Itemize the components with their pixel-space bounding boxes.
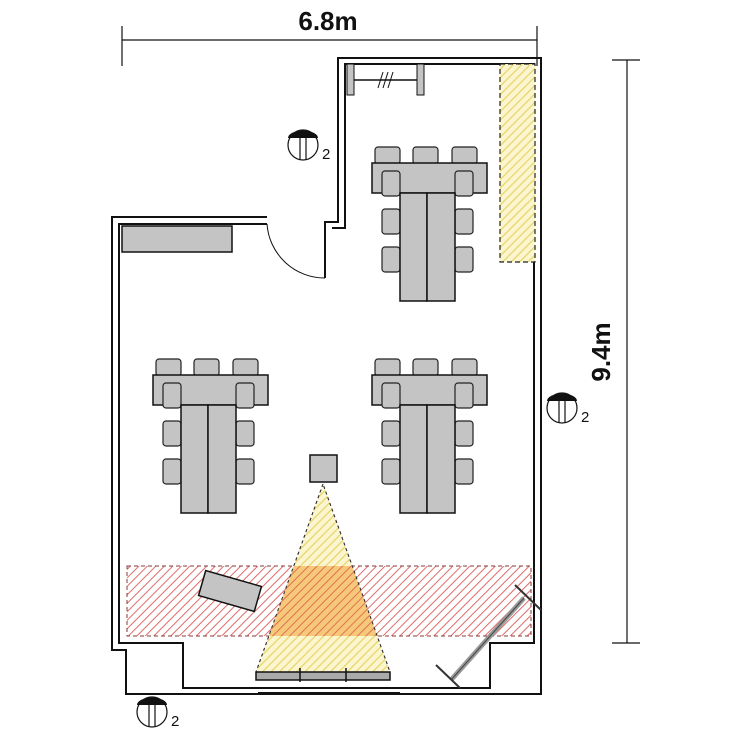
chair xyxy=(155,358,182,377)
coat-rack xyxy=(346,63,425,96)
chair xyxy=(381,246,401,273)
chair xyxy=(374,358,401,377)
table xyxy=(426,192,456,302)
camera-2-label: 2 xyxy=(581,409,589,426)
chair xyxy=(235,382,255,409)
chair xyxy=(451,358,478,377)
room-walls xyxy=(111,57,542,695)
chair xyxy=(454,208,474,235)
chair xyxy=(162,458,182,485)
chair xyxy=(412,358,439,377)
table xyxy=(207,404,237,514)
chair xyxy=(454,170,474,197)
table xyxy=(399,404,428,514)
table-group-top-right xyxy=(371,146,488,302)
chair xyxy=(235,420,255,447)
mobile-whiteboard xyxy=(435,584,542,689)
camera-2: 2 xyxy=(546,392,589,426)
chair xyxy=(381,170,401,197)
chair xyxy=(381,420,401,447)
chair xyxy=(451,146,478,165)
table xyxy=(426,404,456,514)
cabinet xyxy=(121,225,233,253)
chair xyxy=(162,382,182,409)
storage-zone xyxy=(499,63,536,263)
projection-screen xyxy=(255,668,391,682)
table-group-middle-left xyxy=(152,358,269,514)
width-label: 6.8m xyxy=(298,6,357,36)
bottom-window xyxy=(204,687,440,694)
chair xyxy=(232,358,259,377)
table xyxy=(180,404,209,514)
camera-1: 2 xyxy=(287,129,330,163)
chair xyxy=(381,382,401,409)
chair xyxy=(454,382,474,409)
projector xyxy=(309,454,338,483)
chair xyxy=(162,420,182,447)
chair xyxy=(454,246,474,273)
chair xyxy=(381,458,401,485)
chair xyxy=(374,146,401,165)
chair xyxy=(235,458,255,485)
table-group-middle-right xyxy=(371,358,488,514)
table xyxy=(399,192,428,302)
lectern xyxy=(197,569,263,613)
chair xyxy=(454,458,474,485)
chair xyxy=(412,146,439,165)
chair xyxy=(454,420,474,447)
camera-3-label: 2 xyxy=(171,713,179,730)
camera-3: 2 xyxy=(136,696,179,730)
height-dimension: 9.4m xyxy=(586,59,640,644)
door-swing xyxy=(266,223,326,279)
width-dimension: 6.8m xyxy=(121,6,538,66)
camera-1-label: 2 xyxy=(322,146,330,163)
chair xyxy=(381,208,401,235)
chair xyxy=(193,358,220,377)
height-label: 9.4m xyxy=(586,322,616,381)
